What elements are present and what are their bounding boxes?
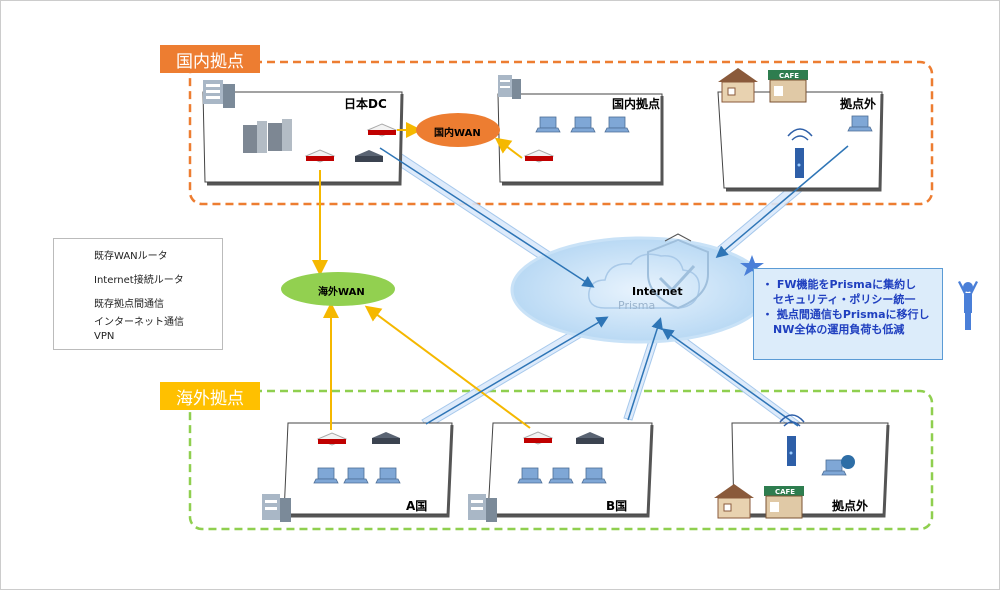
cafe-icon <box>764 486 804 519</box>
legend-item-internet-link: インターネット通信 <box>94 317 184 328</box>
overseas-wan-label: 海外WAN <box>318 287 365 298</box>
callout-line: セキュリティ・ポリシー統一 <box>762 293 916 306</box>
callout-line: NW全体の運用負荷も低減 <box>762 323 905 336</box>
building-icon <box>468 494 497 522</box>
internet-label: Internet <box>632 285 683 298</box>
legend-item-internet-router: Internet接続ルータ <box>94 275 184 286</box>
site-label-country-a: A国 <box>406 499 428 513</box>
benefits-callout: ・ FW機能をPrismaに集約し セキュリティ・ポリシー統一 ・ 拠点間通信も… <box>753 268 943 360</box>
site-label-domestic: 国内拠点 <box>612 97 661 111</box>
domestic-region-title: 国内拠点 <box>160 45 260 73</box>
legend-item-existing-wan-router: 既存WANルータ <box>94 251 168 262</box>
cafe-sign: CAFE <box>779 72 799 80</box>
legend: 既存WANルータ Internet接続ルータ 既存拠点間通信 インターネット通信… <box>53 238 223 350</box>
domestic-wan-label: 国内WAN <box>434 128 481 139</box>
site-label-country-b: B国 <box>606 499 628 513</box>
globe-icon <box>841 455 855 469</box>
legend-item-existing-link: 既存拠点間通信 <box>94 299 164 310</box>
wifi-tower-icon <box>787 128 813 178</box>
server-icon <box>243 119 292 153</box>
cafe-icon <box>768 70 808 103</box>
callout-line: ・ 拠点間通信もPrismaに移行し <box>762 308 930 321</box>
building-icon <box>262 494 291 522</box>
overseas-wan-ellipse <box>281 272 395 306</box>
callout-line: ・ FW機能をPrismaに集約し <box>762 278 917 291</box>
house-icon <box>718 68 758 103</box>
overseas-region-title: 海外拠点 <box>160 382 260 410</box>
person-icon <box>958 281 978 330</box>
domestic-region-box <box>188 60 934 206</box>
legend-item-vpn: VPN <box>94 331 115 342</box>
existing-wan-router-icons <box>304 123 555 446</box>
existing-links <box>312 122 531 430</box>
domestic-wan-ellipse <box>416 113 500 147</box>
country-b-box <box>487 422 653 515</box>
site-box-shadows <box>207 93 890 518</box>
site-label-outside-bottom: 拠点外 <box>832 499 869 513</box>
building-icon <box>498 75 521 99</box>
site-label-outside-top: 拠点外 <box>840 97 877 111</box>
overseas-region-box <box>188 389 934 531</box>
internet-router-icons <box>355 150 604 444</box>
building-icon <box>203 80 235 108</box>
internet-cloud <box>510 233 770 344</box>
site-boxes <box>202 91 889 515</box>
house-icon <box>714 484 754 519</box>
internet-links <box>379 145 849 427</box>
laptop-icons <box>313 115 873 484</box>
prisma-label: Prisma <box>618 299 656 312</box>
site-label-japan-dc: 日本DC <box>344 97 387 111</box>
cafe-sign: CAFE <box>775 488 795 496</box>
wifi-tower-icon <box>779 414 805 466</box>
